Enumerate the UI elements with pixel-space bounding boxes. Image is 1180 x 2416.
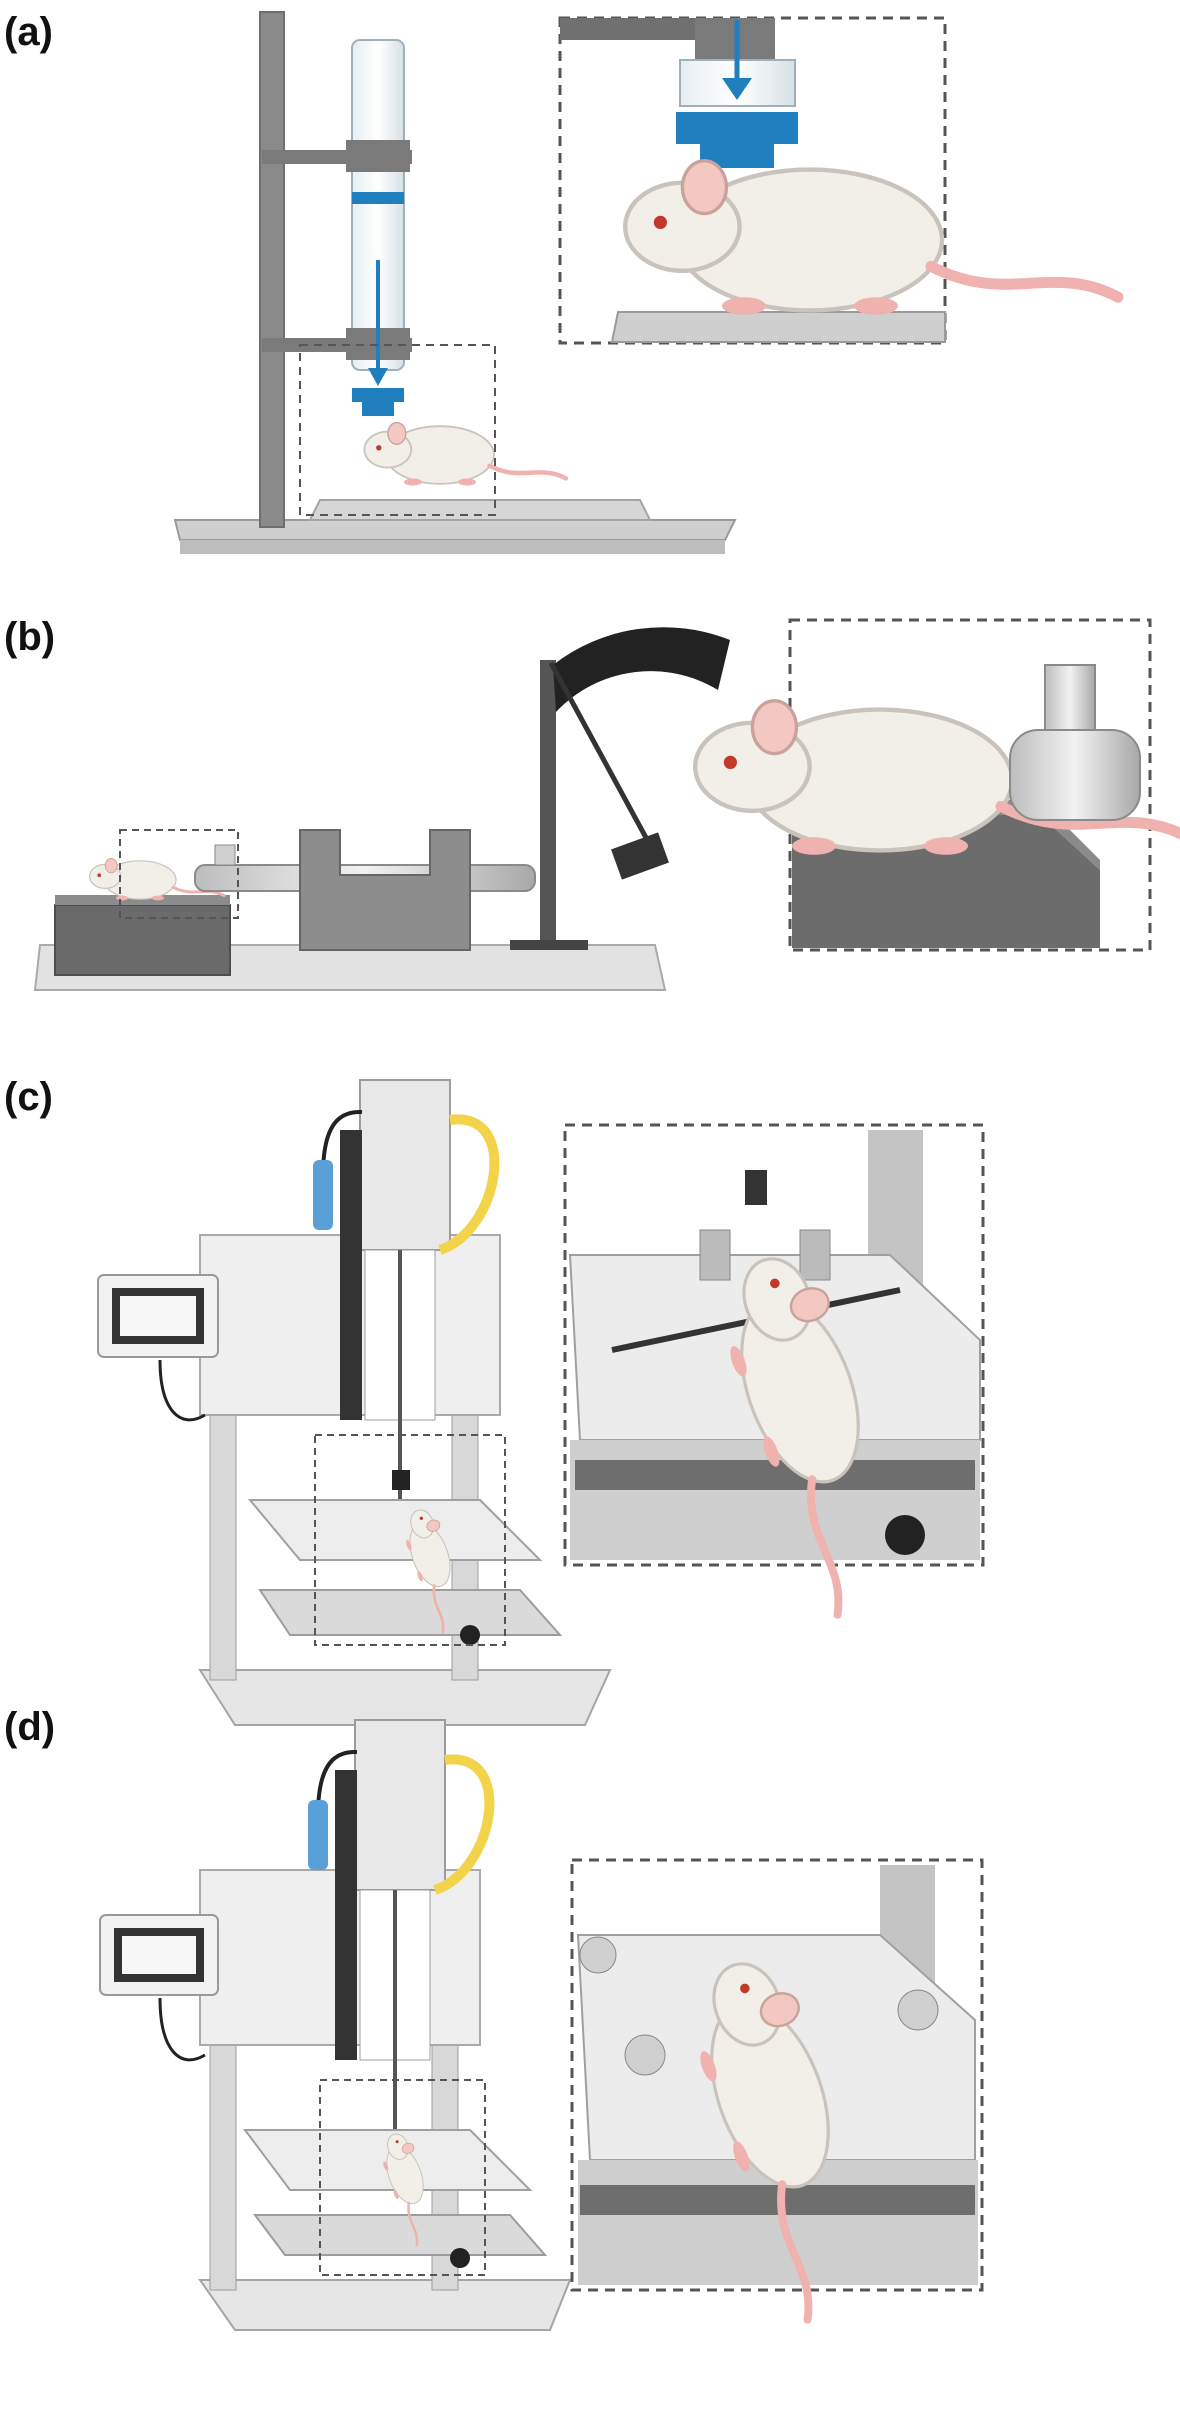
panel-label-d: (d) xyxy=(4,1705,56,1749)
blue-cable xyxy=(308,1800,328,1870)
actuator-housing xyxy=(359,1079,451,1251)
yellow-cable xyxy=(433,1754,495,1895)
zoom-region xyxy=(299,344,496,516)
support-block xyxy=(299,829,471,951)
stand-pole xyxy=(259,11,285,528)
panel-d-illustration xyxy=(99,1719,984,2331)
stereotaxic-base xyxy=(198,2279,572,2331)
stereotaxic-base xyxy=(198,1669,612,1726)
pendulum-hammer xyxy=(611,832,669,880)
mouse-icon xyxy=(364,423,566,486)
blue-cable xyxy=(313,1160,333,1230)
pendulum-stand xyxy=(540,660,556,945)
panel-label-c: (c) xyxy=(4,1075,53,1119)
yellow-cable xyxy=(438,1114,500,1255)
panel-label-a: (a) xyxy=(4,10,53,54)
panel-c-illustration xyxy=(97,1079,985,1726)
panel-a-illustration xyxy=(173,11,1118,554)
panel-b-illustration xyxy=(33,618,1180,991)
pendulum-arm xyxy=(548,661,653,847)
actuator-housing xyxy=(354,1719,446,1891)
pendulum-scale xyxy=(553,627,730,712)
panel-label-b: (b) xyxy=(4,615,56,659)
